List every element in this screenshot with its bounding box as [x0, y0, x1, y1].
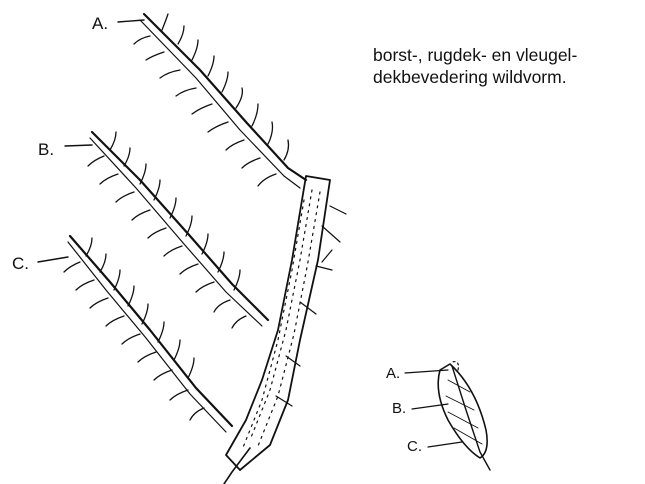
- feather-shaft: [224, 176, 346, 484]
- barb-b: [88, 132, 268, 328]
- small-feather: [438, 362, 490, 470]
- barb-a: [134, 14, 306, 188]
- leader-lines-large: [38, 20, 144, 262]
- leader-lines-small: [405, 370, 462, 447]
- barb-c: [64, 236, 232, 432]
